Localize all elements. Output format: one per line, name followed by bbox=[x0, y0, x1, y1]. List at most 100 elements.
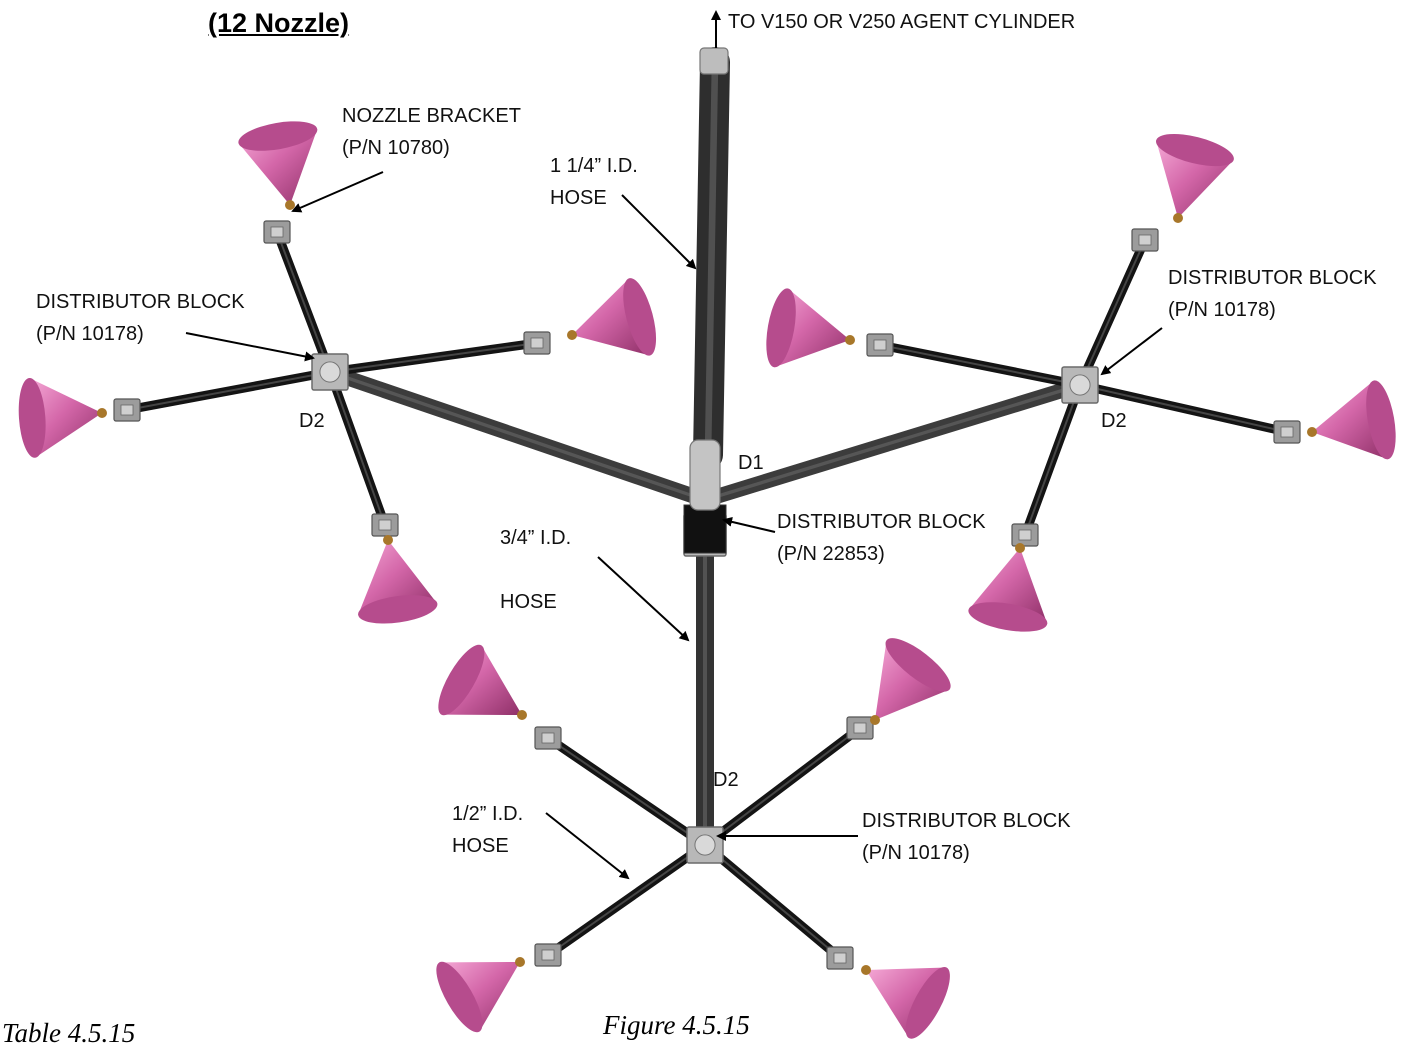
nozzle-bottom-upper-right-body bbox=[875, 640, 950, 720]
nozzle-left-bottom-mouth bbox=[358, 595, 438, 624]
nozzle-right-left-coupling bbox=[845, 335, 855, 345]
nozzle-right-top-mouth bbox=[1155, 134, 1234, 167]
nozzle-left-right-mouth bbox=[623, 278, 657, 356]
hose-1-2-bottom-upper-right-highlight bbox=[704, 727, 861, 846]
distributor-block-center-leader bbox=[722, 516, 776, 533]
medium-hose-leader bbox=[597, 556, 690, 642]
hose-1-2-right-top-highlight bbox=[1079, 239, 1146, 386]
inlet-fitting bbox=[699, 47, 729, 75]
large-hose-label: 1 1/4” I.D. HOSE bbox=[550, 155, 638, 209]
small-hose-leader bbox=[545, 812, 630, 880]
nozzle-bottom-lower-right-coupling bbox=[861, 965, 871, 975]
nozzle-bottom-lower-left bbox=[436, 957, 525, 1033]
nozzle-left-top bbox=[238, 121, 318, 210]
hose-1-2-left-left-highlight bbox=[126, 371, 331, 411]
nozzle-left-left-mouth bbox=[18, 377, 46, 458]
nozzle-bracket-right-left-fitting bbox=[873, 339, 887, 351]
nozzle-right-right-coupling bbox=[1307, 427, 1317, 437]
medium-hose-label: 3/4” I.D. HOSE bbox=[500, 527, 572, 613]
distributor-block-center-label: DISTRIBUTOR BLOCK (P/N 22853) bbox=[777, 511, 986, 565]
distributor-block-left-leader bbox=[185, 332, 315, 362]
nozzle-right-bottom-coupling bbox=[1015, 543, 1025, 553]
nozzle-left-top-coupling bbox=[285, 200, 295, 210]
hose-1-2-bottom-upper-left-highlight bbox=[547, 737, 706, 846]
nozzle-bottom-lower-right bbox=[861, 965, 950, 1039]
nozzle-bottom-upper-left bbox=[438, 644, 527, 720]
distributor-block-d2-right-port bbox=[1069, 374, 1091, 396]
nozzle-bottom-upper-left-mouth bbox=[438, 644, 485, 716]
hose-1-2-bottom-lower-left-highlight bbox=[547, 844, 706, 956]
hose-1-2-bottom-lower-right-highlight bbox=[704, 844, 841, 959]
nozzle-bracket-left-top-fitting bbox=[270, 226, 284, 238]
hose-1-2-left-bottom-highlight bbox=[329, 371, 386, 526]
nozzle-bottom-lower-right-mouth bbox=[905, 967, 950, 1039]
distributor-block-d2-left-port bbox=[319, 361, 341, 383]
distributor-block-d1-body bbox=[683, 504, 727, 554]
inlet-label: TO V150 OR V250 AGENT CYLINDER bbox=[728, 11, 1076, 33]
table-caption: Table 4.5.15 bbox=[2, 1018, 136, 1048]
nozzle-left-left-coupling bbox=[97, 408, 107, 418]
fittings-layer bbox=[113, 47, 1301, 970]
nozzle-left-top-mouth bbox=[238, 121, 318, 151]
nozzles-layer bbox=[18, 121, 1396, 1039]
hose-1-2-right-bottom-highlight bbox=[1024, 384, 1081, 536]
nozzle-bracket-left-right-fitting bbox=[530, 337, 544, 349]
nozzle-right-right-mouth bbox=[1366, 380, 1396, 460]
distributor-block-right-leader bbox=[1100, 327, 1163, 376]
nozzle-bracket-right-bottom-fitting bbox=[1018, 529, 1032, 541]
nozzle-bracket-right-right-fitting bbox=[1280, 426, 1294, 438]
distributor-block-right-label: DISTRIBUTOR BLOCK (P/N 10178) bbox=[1168, 267, 1377, 321]
d1-elbow-fitting bbox=[689, 439, 721, 511]
d2-bottom-marker: D2 bbox=[713, 769, 739, 791]
nozzle-right-left-mouth bbox=[766, 288, 796, 368]
nozzle-bracket-right-top-fitting bbox=[1138, 234, 1152, 246]
figure-caption: Figure 4.5.15 bbox=[603, 1010, 750, 1040]
nozzle-right-bottom-mouth bbox=[968, 602, 1048, 632]
d2-left-marker: D2 bbox=[299, 410, 325, 432]
leader-lines-layer bbox=[185, 10, 1163, 880]
nozzle-bracket-bottom-lower-left-fitting bbox=[541, 949, 555, 961]
nozzle-left-bottom-coupling bbox=[383, 535, 393, 545]
nozzle-bottom-lower-left-coupling bbox=[515, 957, 525, 967]
large-hose-leader bbox=[621, 194, 697, 270]
hose-3-4-left-highlight bbox=[328, 370, 707, 502]
nozzle-bottom-upper-right bbox=[870, 638, 951, 725]
nozzle-bracket-left-left-fitting bbox=[120, 404, 134, 416]
distributor-block-d2-bottom-port bbox=[694, 834, 716, 856]
nozzle-bottom-upper-right-mouth bbox=[885, 638, 951, 692]
nozzle-bottom-upper-right-coupling bbox=[870, 715, 880, 725]
small-hose-label: 1/2” I.D. HOSE bbox=[452, 803, 524, 857]
hose-1-2-left-top-highlight bbox=[276, 231, 331, 373]
nozzle-bracket-bottom-upper-left-fitting bbox=[541, 732, 555, 744]
nozzle-bottom-lower-left-mouth bbox=[436, 961, 483, 1033]
hoses-layer bbox=[122, 47, 1292, 963]
nozzle-bracket-bottom-lower-right-fitting bbox=[833, 952, 847, 964]
nozzle-bracket-bottom-upper-right-fitting bbox=[853, 722, 867, 734]
diagram-title: (12 Nozzle) bbox=[208, 8, 350, 38]
hose-1-2-right-left-highlight bbox=[879, 344, 1081, 386]
nozzle-right-left bbox=[766, 288, 855, 368]
hose-1-2-right-right-highlight bbox=[1079, 384, 1288, 433]
nozzle-right-bottom bbox=[968, 543, 1048, 632]
nozzle-bottom-upper-left-coupling bbox=[517, 710, 527, 720]
distributor-block-left-label: DISTRIBUTOR BLOCK (P/N 10178) bbox=[36, 291, 245, 345]
nozzle-right-right bbox=[1307, 380, 1396, 460]
nozzle-left-left-body bbox=[29, 377, 102, 458]
nozzle-left-left bbox=[18, 377, 107, 458]
nozzle-left-right-coupling bbox=[567, 330, 577, 340]
nozzle-left-right bbox=[567, 278, 657, 356]
hose-1-2-left-right-highlight bbox=[329, 342, 538, 373]
hose-3-4-right-highlight bbox=[703, 383, 1082, 502]
nozzle-right-top bbox=[1155, 134, 1234, 223]
nozzle-left-bottom bbox=[358, 535, 438, 624]
distributor-block-bottom-label: DISTRIBUTOR BLOCK (P/N 10178) bbox=[862, 810, 1071, 864]
nozzle-bracket-label: NOZZLE BRACKET (P/N 10780) bbox=[342, 105, 521, 159]
d1-marker: D1 bbox=[738, 452, 764, 474]
inlet-hose-1-1-4-highlight bbox=[704, 58, 719, 459]
d2-right-marker: D2 bbox=[1101, 410, 1127, 432]
nozzle-right-top-coupling bbox=[1173, 213, 1183, 223]
nozzle-bracket-leader bbox=[291, 171, 384, 213]
nozzle-bracket-left-bottom-fitting bbox=[378, 519, 392, 531]
